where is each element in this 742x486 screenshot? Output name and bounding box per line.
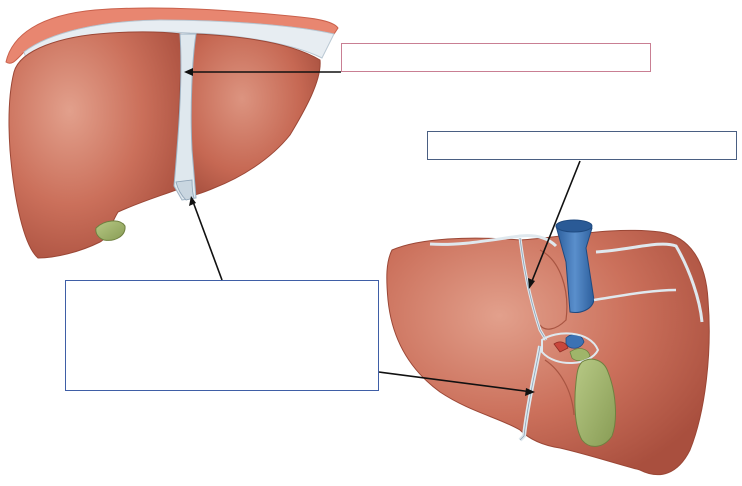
coronary-ligament-right [595,242,704,323]
arrow-left-to-round-ligament [378,371,533,393]
porta-outline [541,332,600,365]
ivc-opening [555,219,593,233]
ligamentum-teres [175,179,195,201]
arrowhead-left-up [189,196,196,206]
inferior-liver-body [386,229,710,476]
label-box-middle-right[interactable] [427,131,737,160]
common-bile-duct [569,348,591,362]
hepatic-artery [553,341,569,353]
caudate-lobe-outline [539,249,568,330]
arrow-left-to-teres [191,198,223,281]
inferior-liver-view [386,219,710,476]
arrowhead-top [184,68,193,76]
quadrate-lobe-outline [544,359,575,416]
gallbladder [574,358,616,447]
label-box-top-right[interactable] [341,43,651,72]
ligament-to-ivc [593,288,677,302]
porta-hepatis [541,332,600,365]
arrowhead-right [528,278,535,289]
arrow-right-to-ligament [529,160,581,287]
right-lobe [8,31,183,259]
label-box-lower-left[interactable] [65,280,379,391]
gallbladder-fundus [95,220,126,241]
left-lobe [189,33,321,197]
anterior-liver-view [5,7,339,259]
arrowhead-left-right [525,388,535,396]
pointer-arrows [184,68,581,396]
ligamentum-venosum-outline [519,237,547,341]
falciform-ligament [173,33,197,201]
